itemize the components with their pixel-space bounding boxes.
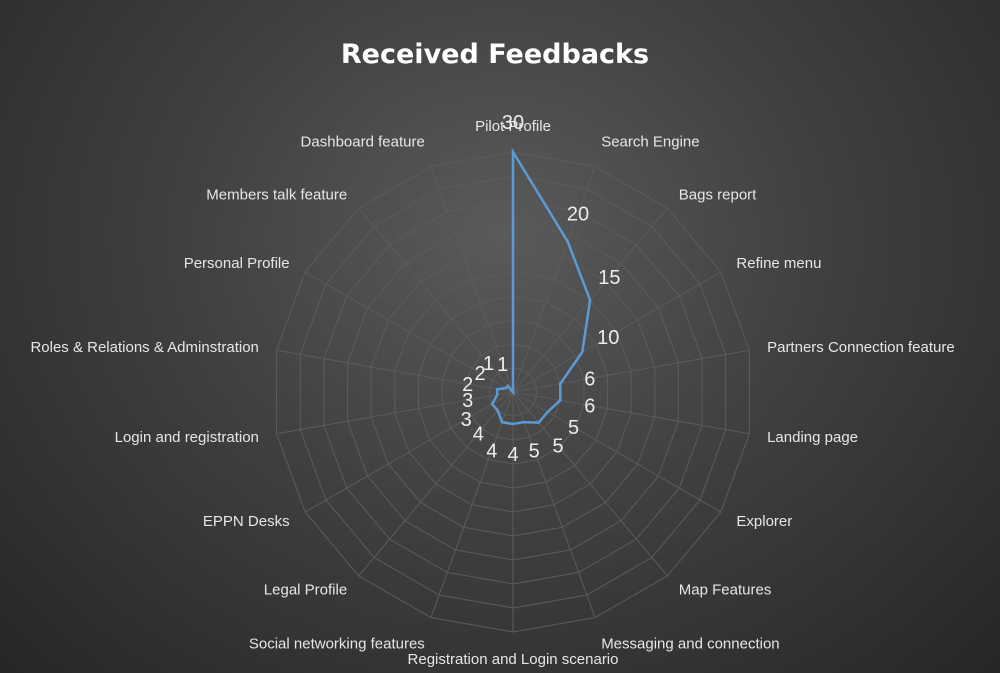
data-point <box>559 382 562 385</box>
data-point <box>511 422 515 426</box>
category-label: Partners Connection feature <box>767 339 955 356</box>
data-point <box>581 350 584 354</box>
data-label: 30 <box>502 112 524 134</box>
data-point <box>546 410 549 414</box>
data-point <box>566 240 569 243</box>
data-point <box>588 298 592 302</box>
radar-spoke <box>512 271 722 393</box>
radar-series <box>490 147 592 426</box>
data-label: 5 <box>552 436 563 458</box>
data-point <box>522 420 526 424</box>
data-label: 5 <box>529 440 540 462</box>
radar-spoke <box>512 349 750 393</box>
data-label: 6 <box>584 369 595 391</box>
data-point <box>506 384 510 388</box>
data-label: 15 <box>598 267 620 289</box>
data-point <box>559 399 562 402</box>
data-label: 20 <box>567 204 589 226</box>
category-label: Legal Profile <box>264 582 347 599</box>
radar-spoke <box>358 207 514 393</box>
data-point <box>496 409 499 412</box>
data-label: 4 <box>507 444 518 466</box>
radar-spoke <box>512 391 750 435</box>
category-label: Social networking features <box>249 635 425 652</box>
data-point <box>504 386 508 390</box>
category-label: Dashboard feature <box>301 134 425 151</box>
data-label: 6 <box>584 396 595 418</box>
data-label: 1 <box>497 354 508 376</box>
category-label: Messaging and connection <box>601 635 779 652</box>
radar-spoke <box>430 166 514 393</box>
category-label: EPPN Desks <box>203 513 290 530</box>
radar-spoke <box>276 391 514 435</box>
radar-spoke <box>512 391 596 618</box>
data-label: 4 <box>473 423 484 445</box>
data-point <box>491 402 494 406</box>
data-label: 1 <box>483 353 494 375</box>
radar-spoke <box>304 391 514 513</box>
radar-spoke <box>358 391 514 577</box>
series-line <box>490 147 592 426</box>
radar-spoke <box>430 391 514 618</box>
data-point <box>511 390 515 394</box>
chart-title: Received Feedbacks <box>341 39 649 70</box>
category-label: Registration and Login scenario <box>408 651 619 668</box>
category-label: Map Features <box>679 582 772 599</box>
category-label: Login and registration <box>115 429 259 446</box>
data-point <box>511 150 515 154</box>
category-label: Pilot Profile <box>475 118 551 135</box>
data-label: 2 <box>475 363 486 385</box>
data-point <box>537 421 540 424</box>
radar-spoke <box>276 349 514 393</box>
category-label: Refine menu <box>736 255 821 272</box>
data-label: 10 <box>597 327 619 349</box>
data-point <box>496 393 499 396</box>
data-label: 2 <box>462 374 473 396</box>
data-label: 3 <box>461 409 472 431</box>
category-label: Personal Profile <box>184 255 290 272</box>
category-label: Bags report <box>679 186 757 203</box>
data-point <box>500 420 504 424</box>
category-label: Members talk feature <box>206 186 347 203</box>
category-label: Explorer <box>736 513 792 530</box>
category-label: Roles & Relations & Adminstration <box>30 339 258 356</box>
data-label: 5 <box>568 417 579 439</box>
radar-spoke <box>304 271 514 393</box>
radar-spoke <box>512 166 596 393</box>
category-label: Search Engine <box>601 134 699 151</box>
category-label: Landing page <box>767 429 858 446</box>
data-label: 4 <box>486 440 497 462</box>
data-label: 3 <box>462 390 473 412</box>
data-point <box>496 388 499 391</box>
